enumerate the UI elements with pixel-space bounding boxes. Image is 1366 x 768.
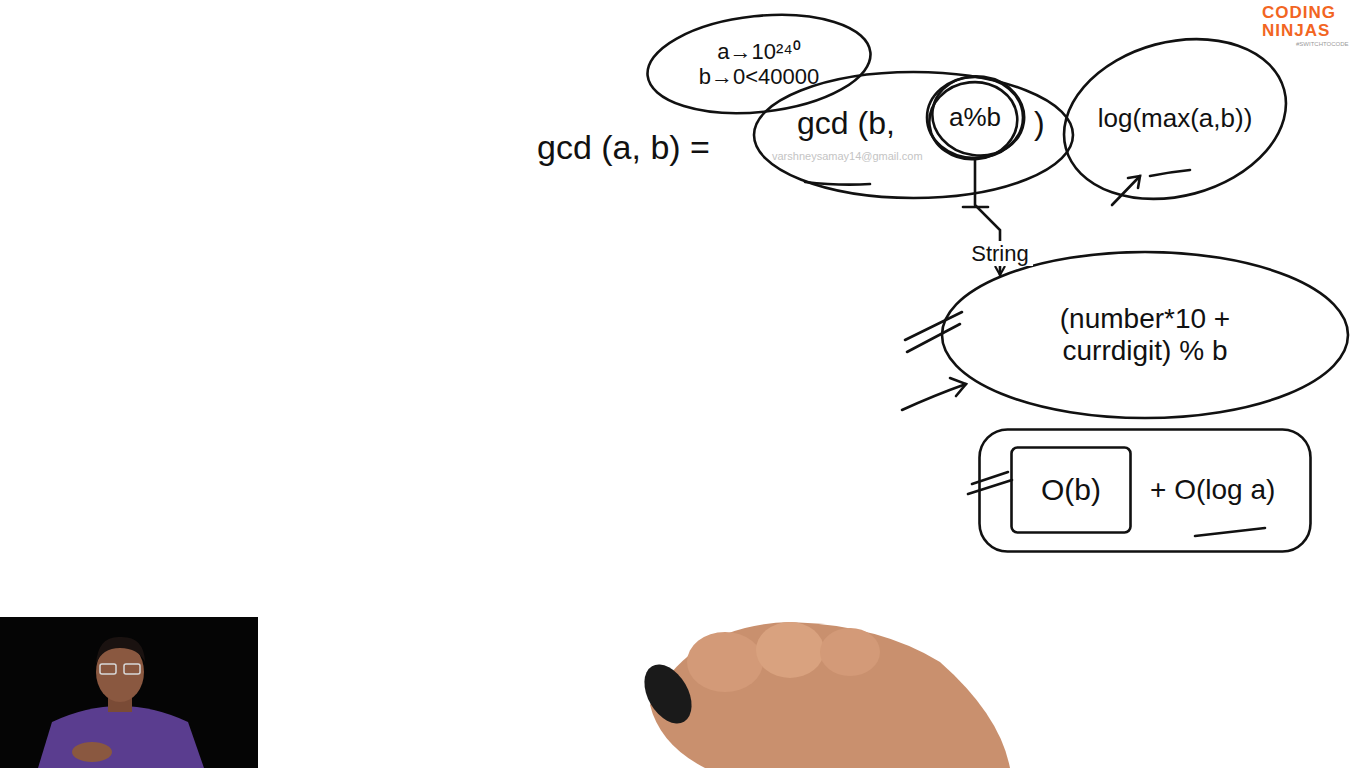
handwritten-text: (number*10 + currdigit) % b [1010, 303, 1280, 367]
ink-outline [754, 72, 1073, 198]
marker-pen [635, 656, 702, 731]
tick-stroke [972, 472, 1008, 484]
ink-outline [942, 252, 1348, 418]
pointer-arrowhead [950, 378, 966, 396]
string-mod-ellipse: (number*10 + currdigit) % b [940, 250, 1350, 420]
handwritten-text: O(b) [1041, 473, 1101, 508]
presenter-hands [72, 742, 112, 762]
handwritten-text: + O(log a) [1150, 474, 1275, 506]
ink-outline [980, 430, 1311, 552]
drawing-hand [635, 622, 1010, 768]
hand-palm [650, 622, 1010, 768]
presenter-hair [96, 637, 145, 664]
logo-text: NINJAS [1262, 21, 1330, 41]
constraint-ellipse: a→10²⁴⁰b→0<40000 [645, 14, 873, 114]
edge-label: String [967, 241, 1032, 266]
modulo-circle: a%b [925, 75, 1025, 160]
hand-finger [820, 628, 880, 676]
presenter-glasses [124, 664, 140, 674]
handwritten-text: a→10²⁴⁰ [717, 39, 801, 64]
complexity-box: + O(log a) O(b) [978, 428, 1312, 553]
logo-text: CODING [1262, 3, 1336, 23]
handwritten-text: ) [1034, 105, 1045, 142]
complexity-ellipse: log(max(a,b)) [1060, 40, 1290, 198]
pointer-arrow [1112, 176, 1140, 205]
hand-finger [756, 622, 824, 678]
pointer-arrowhead [1128, 176, 1140, 188]
handwritten-text: log(max(a,b)) [1098, 104, 1253, 134]
webcam-frame [0, 617, 258, 768]
watermark: varshneysamay14@gmail.com [772, 150, 923, 163]
underline-stroke [1150, 170, 1190, 176]
webcam-inset [0, 617, 258, 768]
hand-finger [687, 632, 763, 692]
tick-stroke [907, 324, 960, 352]
recursive-call-ellipse: gcd (b,) a%b [752, 70, 1075, 200]
presenter-glasses [100, 664, 116, 674]
equation-lhs: gcd (a, b) = [537, 128, 710, 167]
handwritten-text: b→0<40000 [699, 64, 820, 89]
ink-outline [1012, 448, 1131, 533]
underline-stroke [1195, 528, 1265, 536]
ink-outline [926, 78, 1022, 164]
complexity-term-box: O(b) [1010, 446, 1132, 534]
presenter-shirt [38, 706, 204, 768]
handwritten-text: gcd (b, [797, 105, 895, 142]
handwritten-text: a%b [949, 103, 1001, 133]
logo-tagline: #SWITCHTOCODE [1296, 41, 1349, 48]
ink-outline [1046, 15, 1304, 222]
